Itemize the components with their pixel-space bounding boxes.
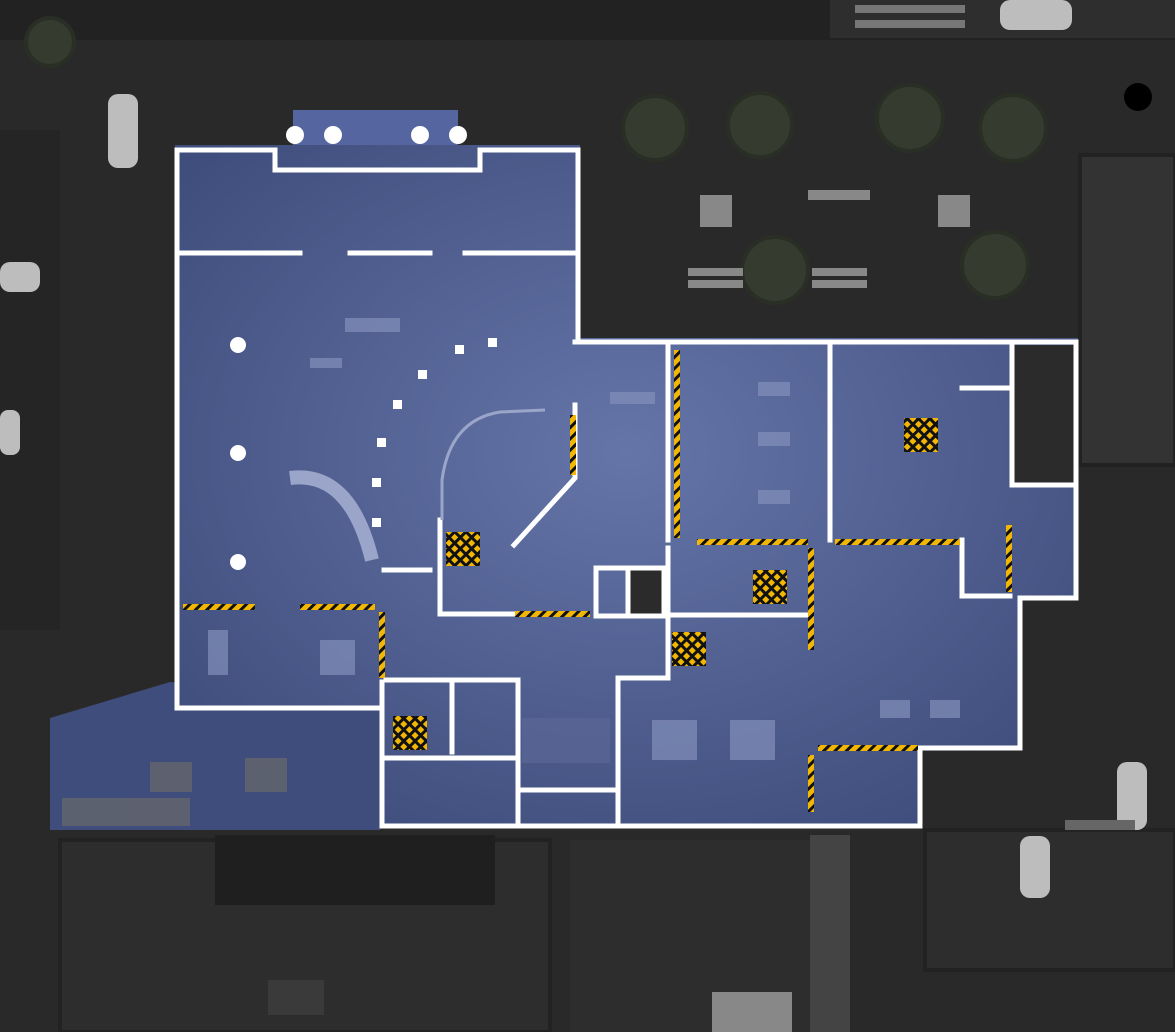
light-fixtures [230, 126, 467, 570]
props [688, 190, 1135, 830]
car-icon [1117, 762, 1147, 830]
walls [174, 147, 1079, 829]
car-icon [0, 262, 40, 292]
tree-icon [740, 235, 810, 305]
tree-icon [621, 94, 689, 162]
light-fixture-icon [230, 554, 246, 570]
tree-icon [875, 83, 945, 153]
hatches[interactable] [393, 418, 938, 750]
furniture [62, 318, 960, 826]
light-fixture-icon [286, 126, 304, 144]
car-icon [0, 410, 20, 455]
tree-icon [978, 93, 1048, 163]
light-fixture-icon [230, 445, 246, 461]
curved-wall [289, 338, 546, 562]
tree-icon [24, 16, 76, 68]
trees [24, 16, 1048, 305]
car-icon [1000, 0, 1072, 30]
building-floor [50, 110, 1078, 830]
tree-icon [726, 91, 794, 159]
car-icon [1020, 836, 1050, 898]
car-icon [108, 94, 138, 168]
reinforced-walls [183, 350, 1012, 812]
cars [0, 0, 1147, 898]
light-fixture-icon [230, 337, 246, 353]
light-fixture-icon [411, 126, 429, 144]
light-fixture-icon [324, 126, 342, 144]
tree-icon [960, 230, 1030, 300]
light-fixture-icon [449, 126, 467, 144]
